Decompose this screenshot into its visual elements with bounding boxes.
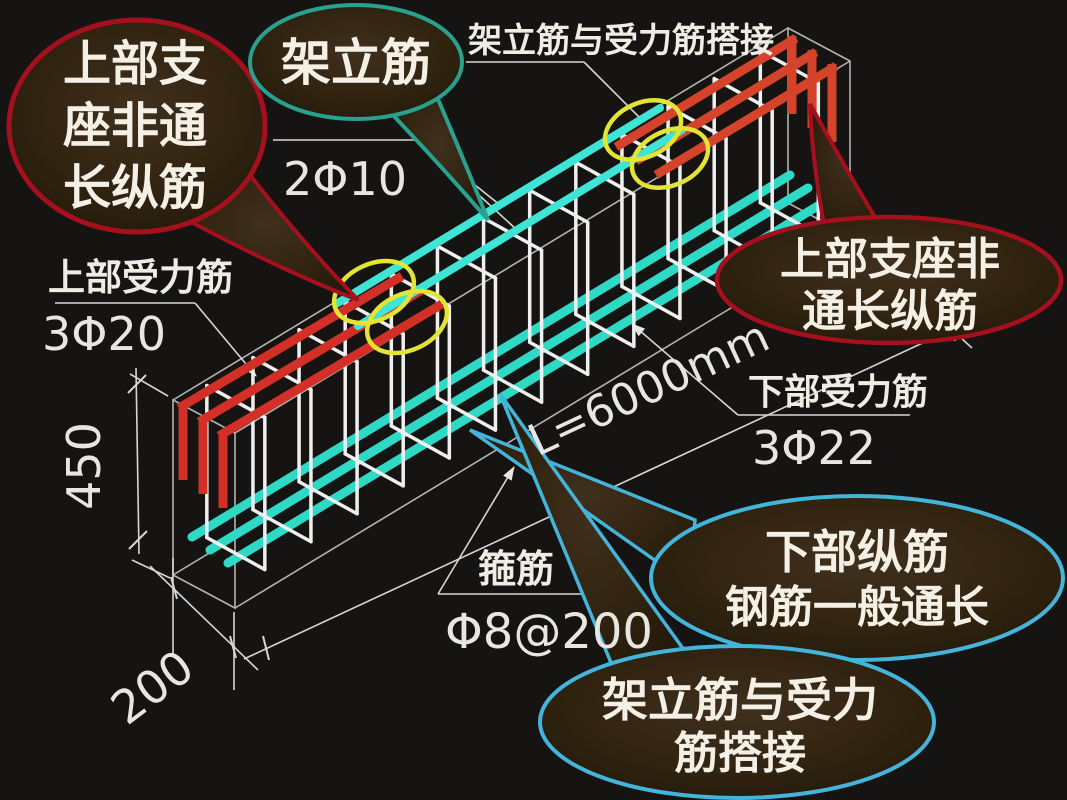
callout-tail <box>386 87 490 222</box>
stirrup-spec: Φ8@200 <box>445 604 653 660</box>
callout-bottom-right: 下部纵筋 钢筋一般通长 <box>468 428 1065 662</box>
stirrup-leg <box>481 368 544 404</box>
callout-bottom-right-line2: 钢筋一般通长 <box>725 582 989 633</box>
bottom-main-bar-spec: 3Φ22 <box>752 421 876 475</box>
stirrup-leg <box>527 340 590 376</box>
callout-bottom-right-line1: 下部纵筋 <box>765 525 949 579</box>
top-lap-note: 架立筋与受力筋搭接 <box>468 21 774 61</box>
callout-top-left: 上部支 座非通 长纵筋 <box>6 17 360 302</box>
callout-erection-label: 架立筋 <box>281 33 431 92</box>
height-dimension: 450 <box>57 422 111 510</box>
lap-splice-highlights <box>331 98 711 356</box>
stirrup-leg <box>435 396 498 432</box>
stirrup-leg <box>343 452 405 488</box>
callout-top-right-line1: 上部支座非 <box>780 234 1000 285</box>
callout-top-left-line3: 长纵筋 <box>63 160 207 216</box>
callout-bottom: 架立筋与受力 筋搭接 <box>498 392 936 800</box>
callout-bottom-line2: 筋搭接 <box>674 728 806 779</box>
stirrup-leg <box>574 312 636 349</box>
stirrup-leg <box>620 284 682 321</box>
stirrup-leg <box>389 424 452 460</box>
stirrup-label: 箍筋 <box>478 546 554 591</box>
callout-erection-bar: 架立筋 <box>248 3 490 222</box>
erection-bar-spec: 2Φ10 <box>283 152 407 206</box>
top-main-bar-label: 上部受力筋 <box>48 255 233 299</box>
callout-tail <box>808 103 888 235</box>
bottom-main-bar-label: 下部受力筋 <box>748 371 928 413</box>
stirrup-leg <box>297 479 359 516</box>
top-main-bar-spec: 3Φ20 <box>42 307 166 361</box>
stirrup-leg <box>205 535 267 572</box>
callout-top-right-line2: 通长纵筋 <box>802 286 978 337</box>
callout-top-left-line1: 上部支 <box>63 36 207 92</box>
width-dimension: 200 <box>101 639 204 735</box>
stirrup-leg <box>251 507 313 544</box>
callout-bottom-line1: 架立筋与受力 <box>602 673 878 727</box>
callout-top-left-line2: 座非通 <box>63 98 207 154</box>
callout-top-right: 上部支座非 通长纵筋 <box>714 103 1064 346</box>
